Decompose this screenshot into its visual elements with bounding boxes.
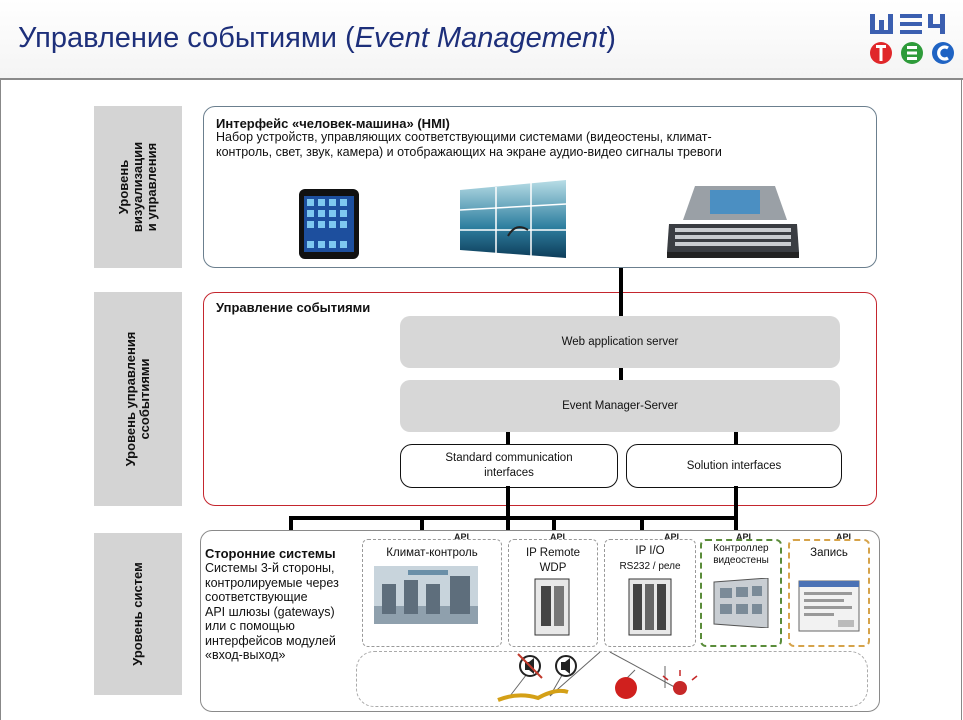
- field-devices-area: [356, 651, 868, 707]
- content-frame: [0, 80, 962, 720]
- event-management-heading: Управление событиями: [216, 300, 371, 315]
- connector-line: [734, 432, 738, 446]
- alarm-button-icon: [615, 677, 637, 699]
- climate-room-icon: [374, 566, 478, 624]
- io-module-icon: [628, 578, 672, 636]
- hmi-description: Набор устройств, управляющих соответству…: [216, 130, 722, 159]
- api-label: API: [736, 532, 752, 542]
- connector-line: [506, 486, 510, 530]
- web-application-server: Web application server: [400, 316, 840, 368]
- connector-line: [420, 516, 424, 530]
- api-label: API: [454, 532, 470, 542]
- connector-line: [289, 516, 293, 530]
- hmi-heading: Интерфейс «человек-машина» (HMI): [216, 116, 450, 131]
- connector-line: [619, 368, 623, 380]
- connector-line: [552, 516, 556, 530]
- wdp-module-icon: [534, 578, 570, 636]
- controller-panel-icon: [713, 578, 769, 628]
- connector-line: [640, 516, 644, 530]
- layer-label-systems: Уровень систем: [94, 533, 182, 695]
- alarm-light-icon: [673, 681, 687, 695]
- tablet-icon: [299, 189, 359, 259]
- wetec-logo: [870, 14, 954, 64]
- recording-window-icon: [798, 580, 860, 632]
- systems-heading: Сторонние системы: [205, 546, 336, 561]
- connector-line: [734, 486, 738, 530]
- field-devices-icon: [497, 652, 698, 702]
- cable-icon: [497, 688, 569, 702]
- connector-line: [619, 268, 623, 316]
- climate-control-label: Климат-контроль: [386, 547, 478, 559]
- connector-line: [506, 432, 510, 446]
- logo-letters-icon: [870, 14, 945, 34]
- recording-label: Запись: [810, 547, 848, 559]
- page-title: Управление событиями (Event Management): [18, 22, 616, 54]
- api-label: API: [550, 532, 566, 542]
- systems-description: Системы 3-й стороны,контролируемые через…: [205, 561, 339, 662]
- bus-line: [289, 516, 738, 520]
- control-console-icon: [667, 186, 799, 258]
- api-label: API: [836, 532, 852, 542]
- solution-interfaces: Solution interfaces: [626, 444, 842, 488]
- api-label: API: [664, 532, 680, 542]
- video-wall-icon: [459, 180, 567, 258]
- logo-blue-circle-icon: [932, 42, 954, 64]
- header-bar: [0, 0, 963, 80]
- event-manager-server: Event Manager-Server: [400, 380, 840, 432]
